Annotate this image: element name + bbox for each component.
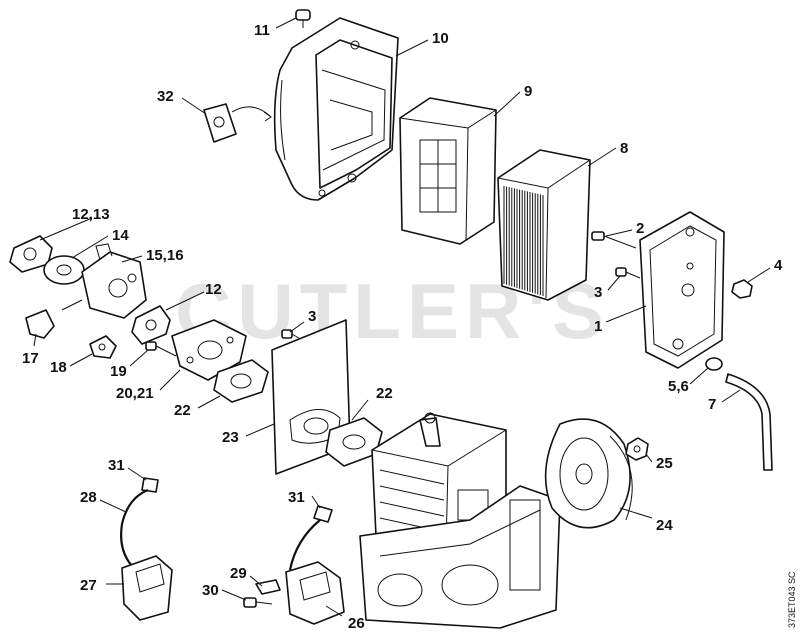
callout-29: 29 (230, 565, 247, 582)
part-5-6-grommet[interactable] (705, 357, 723, 371)
callout-19: 19 (110, 363, 127, 380)
callout-14: 14 (112, 227, 129, 244)
callout-23: 23 (222, 429, 239, 446)
part-12-gasket[interactable] (131, 305, 171, 345)
callout-12: 12 (205, 281, 222, 298)
callout-3-upper: 3 (594, 284, 602, 301)
part-27-ignition-module[interactable] (121, 555, 173, 621)
callout-18: 18 (50, 359, 67, 376)
leader-lines (33, 17, 771, 617)
part-32-label[interactable] (203, 103, 272, 143)
callout-26: 26 (348, 615, 365, 632)
callout-5-6: 5,6 (668, 378, 689, 395)
callout-28: 28 (80, 489, 97, 506)
callout-31-left: 31 (108, 457, 125, 474)
part-22-gasket-left[interactable] (213, 359, 269, 403)
callout-24: 24 (656, 517, 673, 534)
part-19-screw[interactable] (145, 341, 177, 357)
callout-22-left: 22 (174, 402, 191, 419)
part-17-knob[interactable] (25, 309, 55, 339)
callout-9: 9 (524, 83, 532, 100)
callout-31-right: 31 (288, 489, 305, 506)
engine-crankcase (359, 485, 561, 629)
callout-22-right: 22 (376, 385, 393, 402)
callout-3-middle: 3 (308, 308, 316, 325)
part-29-clip[interactable] (255, 579, 281, 595)
part-20-21-manifold[interactable] (171, 319, 247, 381)
callout-1: 1 (594, 318, 602, 335)
part-11-screw[interactable] (295, 9, 311, 28)
callout-12-13: 12,13 (72, 206, 110, 223)
part-9-filter-frame[interactable] (399, 97, 497, 245)
part-8-air-filter[interactable] (497, 149, 591, 301)
part-26-ignition-lead-module[interactable] (285, 519, 345, 625)
drawing-reference: 373ET043 SC (787, 571, 797, 628)
callout-2: 2 (636, 220, 644, 237)
callout-25: 25 (656, 455, 673, 472)
part-4-nut[interactable] (731, 279, 753, 299)
part-1-mounting-plate[interactable] (639, 211, 725, 369)
callout-15-16: 15,16 (146, 247, 184, 264)
part-28-ignition-lead[interactable] (120, 488, 149, 567)
part-15-16-carburetor[interactable] (61, 243, 147, 319)
callout-4: 4 (774, 257, 783, 274)
callout-7: 7 (708, 396, 716, 413)
part-18-gasket[interactable] (89, 335, 117, 359)
callout-20-21: 20,21 (116, 385, 154, 402)
part-10-filter-cover[interactable] (273, 17, 399, 201)
callout-32: 32 (157, 88, 174, 105)
callout-8: 8 (620, 140, 628, 157)
part-25-nut[interactable] (625, 437, 649, 461)
part-2-screw[interactable] (591, 231, 637, 249)
part-7-hose[interactable] (725, 373, 773, 471)
part-24-flywheel[interactable] (544, 418, 633, 529)
callout-27: 27 (80, 577, 97, 594)
callout-30: 30 (202, 582, 219, 599)
callout-10: 10 (432, 30, 449, 47)
part-31-spark-plug-boot-left[interactable] (141, 477, 159, 493)
callout-11: 11 (254, 22, 270, 39)
part-3-screw-middle[interactable] (281, 329, 303, 341)
part-30-screw[interactable] (243, 597, 273, 608)
callout-17: 17 (22, 350, 39, 367)
callout-labels: 11 10 32 9 8 12,13 14 15,16 12 2 4 3 1 3… (22, 22, 783, 632)
part-31-spark-plug-boot-right[interactable] (313, 505, 333, 523)
part-3-screw-upper[interactable] (615, 267, 641, 279)
part-14-disc[interactable] (43, 255, 85, 285)
